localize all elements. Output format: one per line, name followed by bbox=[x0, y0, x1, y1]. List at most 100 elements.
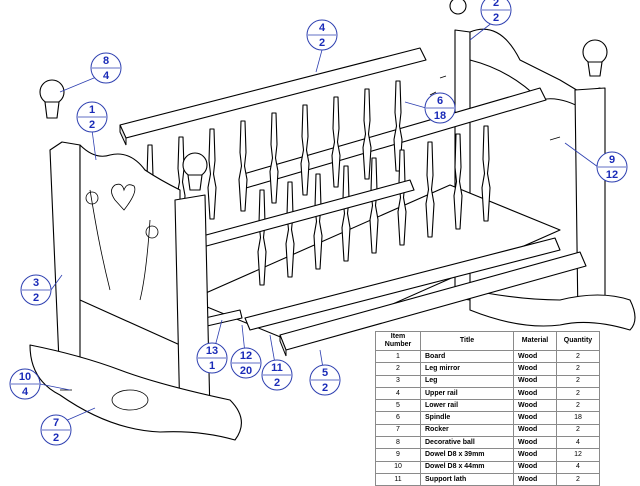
svg-text:11: 11 bbox=[271, 362, 283, 374]
header-quantity: Quantity bbox=[556, 331, 600, 351]
spindle bbox=[257, 189, 267, 286]
cell-item: 10 bbox=[375, 460, 421, 474]
cell-title: Spindle bbox=[420, 411, 514, 425]
callout-8: 84 bbox=[90, 52, 122, 84]
cell-material: Wood bbox=[513, 349, 557, 364]
spindle bbox=[285, 181, 295, 278]
cell-quantity: 4 bbox=[556, 460, 600, 474]
svg-text:2: 2 bbox=[493, 12, 499, 24]
cell-item: 2 bbox=[375, 362, 421, 376]
callout-1: 12 bbox=[76, 101, 108, 133]
lower-rail-front bbox=[204, 237, 587, 357]
upper-rail-middle bbox=[239, 87, 547, 197]
cell-item: 5 bbox=[375, 399, 421, 413]
cell-quantity: 4 bbox=[556, 436, 600, 450]
cell-quantity: 2 bbox=[556, 399, 600, 413]
cell-title: Rocker bbox=[420, 423, 514, 438]
callout-2: 22 bbox=[480, 0, 512, 26]
spindle bbox=[313, 173, 323, 270]
cell-title: Dowel D8 x 44mm bbox=[420, 460, 514, 474]
cell-material: Wood bbox=[513, 423, 557, 438]
svg-text:4: 4 bbox=[103, 70, 110, 82]
svg-text:4: 4 bbox=[319, 22, 326, 34]
cell-material: Wood bbox=[513, 411, 557, 425]
dowels bbox=[60, 75, 561, 391]
cell-quantity: 2 bbox=[556, 349, 600, 364]
spindles-front-row bbox=[257, 125, 491, 286]
spindle bbox=[269, 112, 279, 204]
svg-text:4: 4 bbox=[22, 386, 29, 398]
cell-material: Wood bbox=[513, 436, 557, 450]
cell-title: Dowel D8 x 39mm bbox=[420, 448, 514, 462]
svg-text:5: 5 bbox=[322, 367, 328, 379]
cell-title: Upper rail bbox=[420, 386, 514, 401]
bottom-board bbox=[189, 184, 561, 346]
upper-rail-top bbox=[119, 47, 427, 146]
spindle bbox=[341, 165, 351, 262]
svg-text:18: 18 bbox=[434, 110, 446, 122]
callout-7: 72 bbox=[40, 414, 72, 446]
callout-11: 112 bbox=[261, 359, 293, 391]
callout-13: 131 bbox=[196, 342, 228, 374]
cell-item: 1 bbox=[375, 349, 421, 364]
cell-material: Wood bbox=[513, 460, 557, 474]
cell-item: 4 bbox=[375, 386, 421, 401]
cell-title: Leg mirror bbox=[420, 362, 514, 376]
spindle bbox=[397, 149, 407, 246]
svg-text:2: 2 bbox=[53, 432, 59, 444]
svg-text:2: 2 bbox=[322, 382, 328, 394]
cell-item: 6 bbox=[375, 411, 421, 425]
svg-text:3: 3 bbox=[33, 277, 39, 289]
cell-material: Wood bbox=[513, 399, 557, 413]
cell-quantity: 2 bbox=[556, 423, 600, 438]
cell-quantity: 18 bbox=[556, 411, 600, 425]
spindle bbox=[331, 96, 341, 188]
cell-title: Board bbox=[420, 349, 514, 364]
cell-material: Wood bbox=[513, 386, 557, 401]
callout-6: 618 bbox=[424, 92, 456, 124]
svg-text:8: 8 bbox=[103, 55, 109, 67]
header-title: Title bbox=[420, 331, 514, 351]
svg-text:2: 2 bbox=[493, 0, 499, 9]
cell-material: Wood bbox=[513, 448, 557, 462]
cell-item: 3 bbox=[375, 374, 421, 388]
cell-title: Decorative ball bbox=[420, 436, 514, 450]
callout-3: 32 bbox=[20, 274, 52, 306]
cell-item: 7 bbox=[375, 423, 421, 438]
svg-text:20: 20 bbox=[240, 365, 252, 377]
cell-title: Leg bbox=[420, 374, 514, 388]
spindle bbox=[300, 104, 310, 196]
svg-text:12: 12 bbox=[240, 350, 252, 362]
callout-10: 104 bbox=[9, 368, 41, 400]
cell-item: 9 bbox=[375, 448, 421, 462]
spindle bbox=[425, 141, 435, 238]
svg-text:2: 2 bbox=[274, 377, 280, 389]
spindle bbox=[481, 125, 491, 222]
cell-quantity: 2 bbox=[556, 362, 600, 376]
cell-quantity: 2 bbox=[556, 386, 600, 401]
spindle bbox=[238, 120, 248, 212]
svg-text:9: 9 bbox=[609, 154, 615, 166]
cell-material: Wood bbox=[513, 362, 557, 376]
svg-text:6: 6 bbox=[437, 95, 443, 107]
cell-item: 8 bbox=[375, 436, 421, 450]
cell-title: Lower rail bbox=[420, 399, 514, 413]
cell-quantity: 12 bbox=[556, 448, 600, 462]
header-material: Material bbox=[513, 331, 557, 351]
cell-material: Wood bbox=[513, 374, 557, 388]
callout-4: 42 bbox=[306, 19, 338, 51]
spindle bbox=[453, 133, 463, 230]
svg-text:2: 2 bbox=[33, 292, 39, 304]
cell-quantity: 2 bbox=[556, 374, 600, 388]
table-header-row: Item Number Title Material Quantity bbox=[375, 331, 600, 351]
callout-5: 52 bbox=[309, 364, 341, 396]
